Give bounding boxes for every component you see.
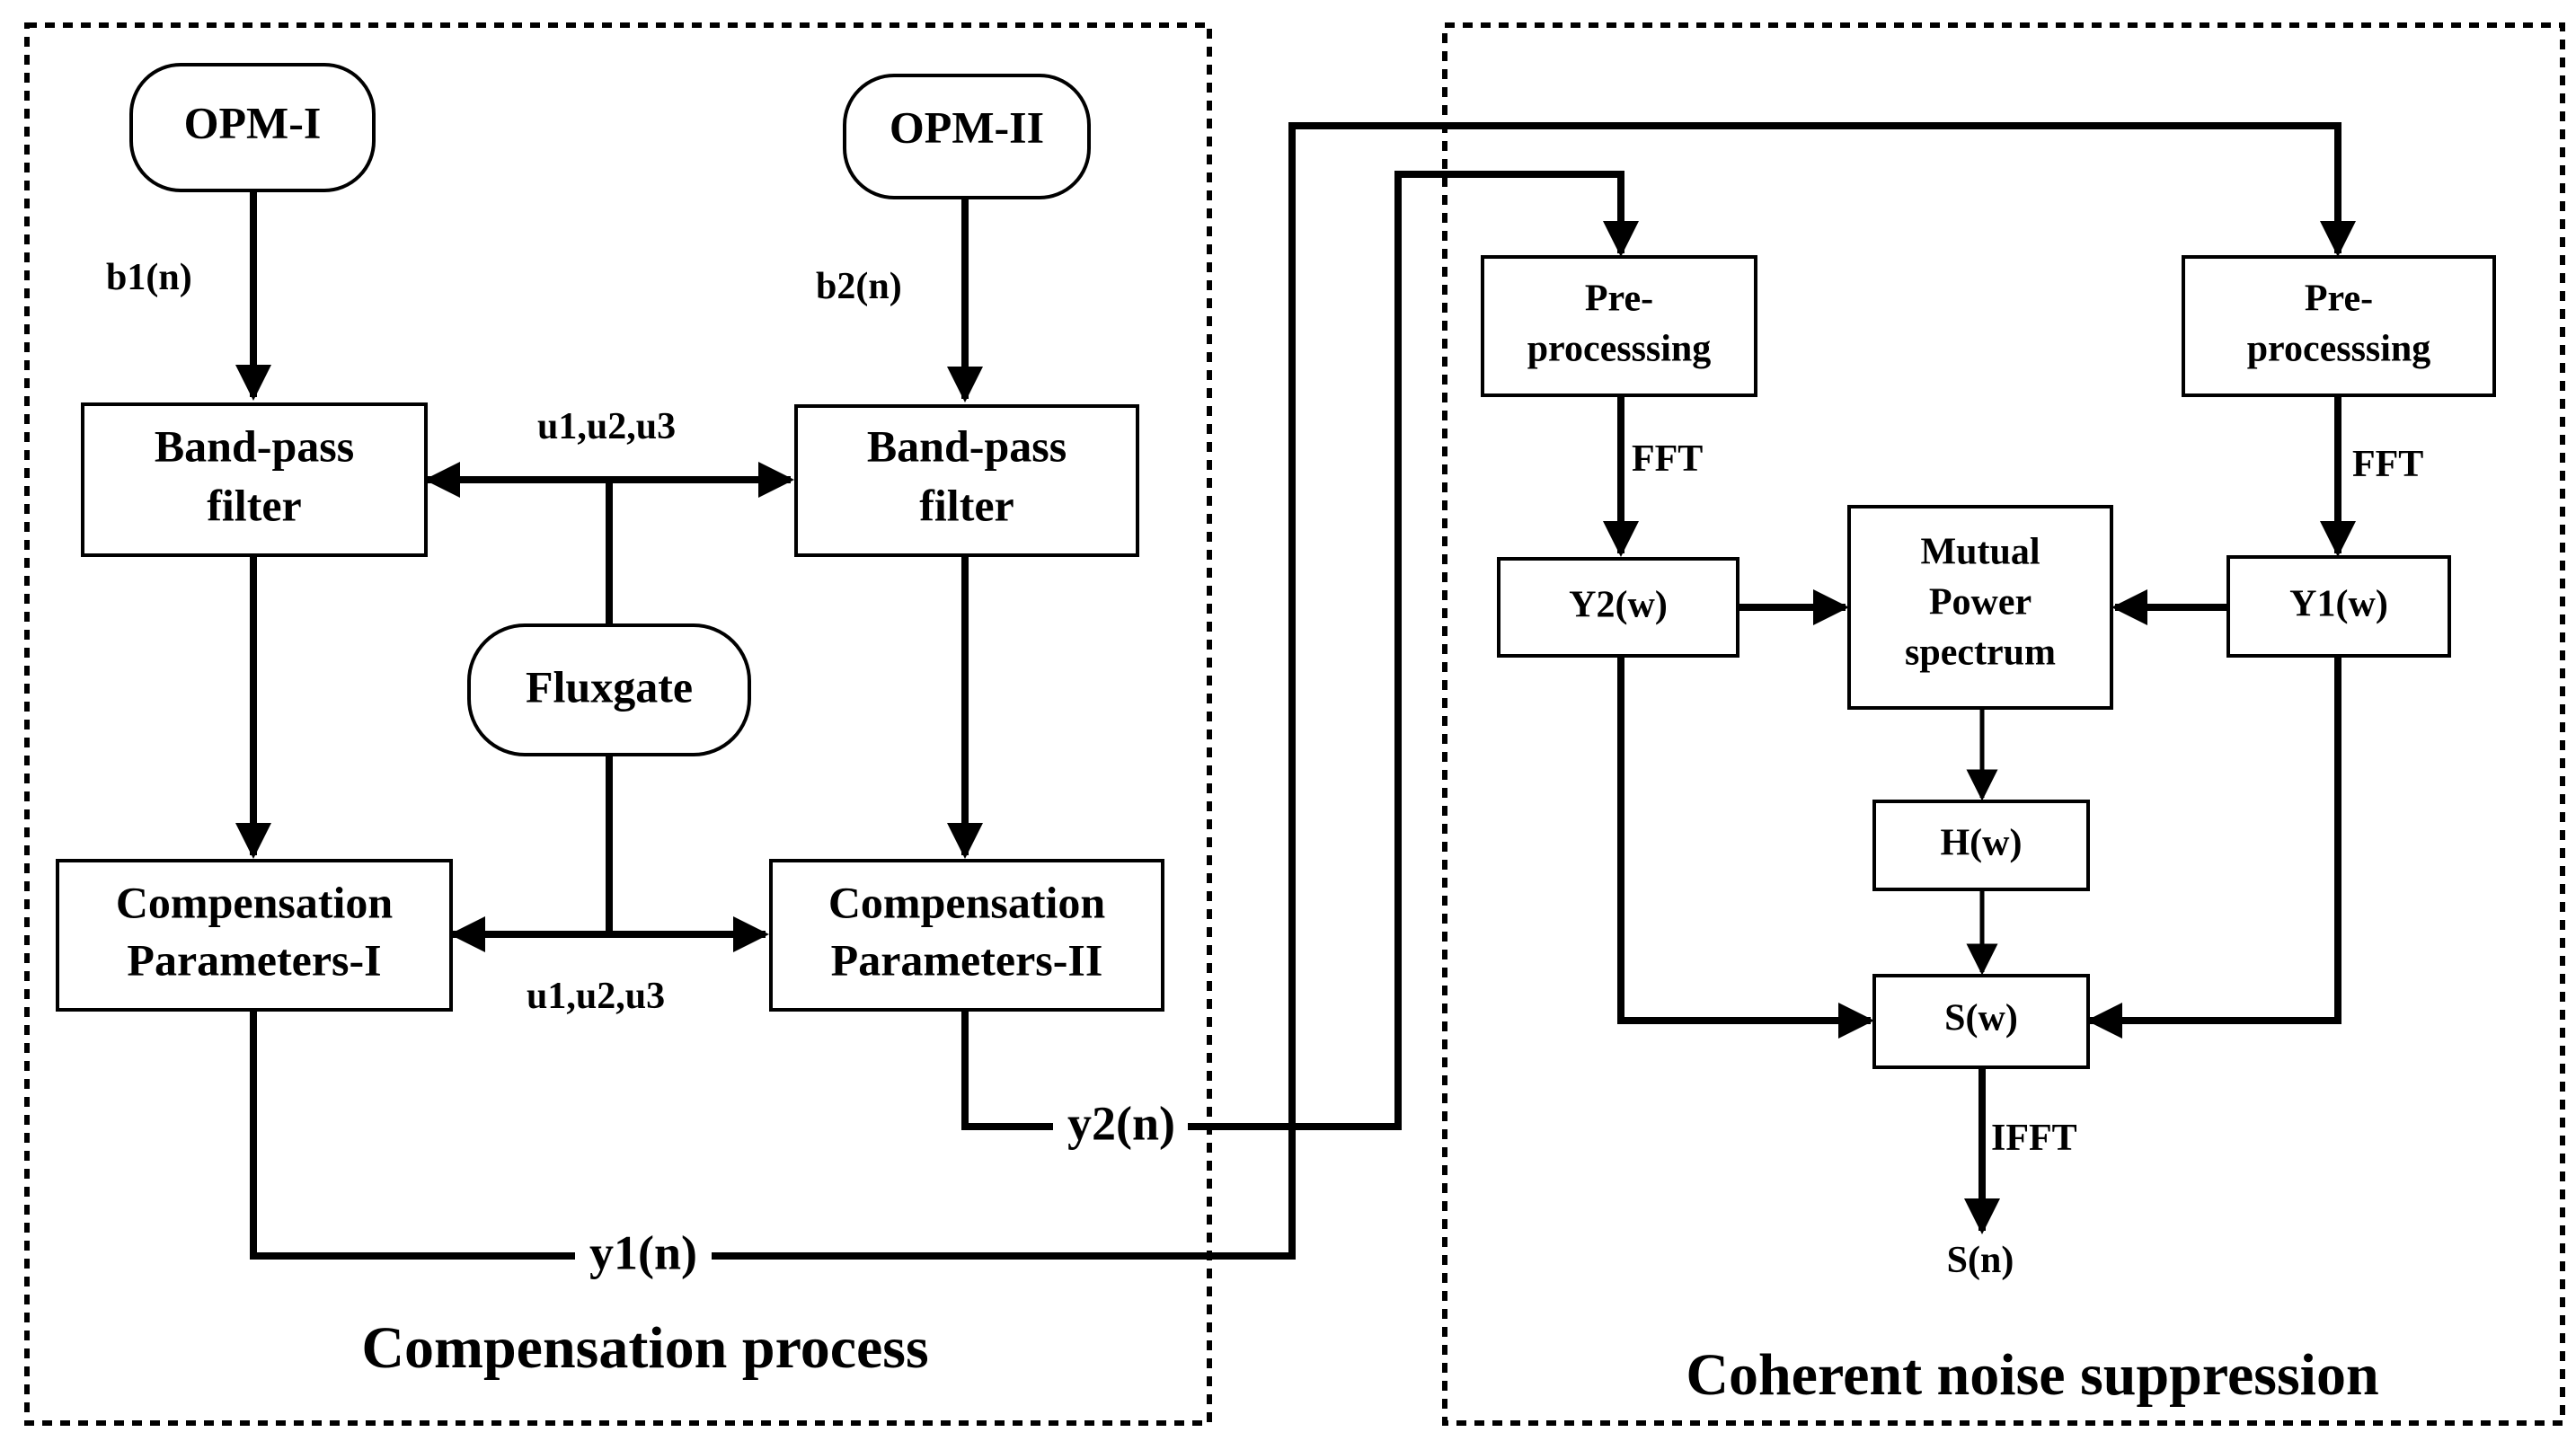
- sn-label: S(n): [1947, 1240, 2014, 1281]
- bandpass-filter-1-label: Band-pass: [155, 420, 354, 471]
- hw-node: [1872, 800, 2090, 891]
- y2-label-bg: [1053, 1098, 1188, 1154]
- y1w-node: [2226, 555, 2451, 658]
- ifft-label: IFFT: [1991, 1118, 2077, 1159]
- mutual-power-spectrum-node: [1847, 505, 2113, 710]
- bandpass-filter-2-label-2: filter: [919, 480, 1014, 530]
- preprocessing-left: [1481, 255, 1757, 397]
- preprocessing-right-label: Pre-: [2305, 279, 2373, 320]
- bandpass-filter-1: [81, 402, 428, 557]
- compensation-params-1-label-2: Parameters-I: [127, 934, 381, 985]
- compensation-params-1: [56, 859, 453, 1012]
- opm2-label: OPM-II: [890, 102, 1044, 152]
- y2-signal-route: [961, 171, 1639, 1130]
- bandpass-filter-1-label-2: filter: [207, 480, 301, 530]
- opm2-node: [843, 74, 1091, 199]
- sw-label: S(w): [1944, 998, 2018, 1039]
- bandpass-filter-2-label: Band-pass: [867, 420, 1067, 471]
- b1-label: b1(n): [106, 257, 192, 298]
- y2w-label: Y2(w): [1569, 585, 1668, 626]
- mutual-power-spectrum-label-3: spectrum: [1905, 632, 2056, 674]
- opm1-label: OPM-I: [184, 97, 322, 147]
- compensation-frame: [24, 22, 1212, 1426]
- y2-label: y2(n): [1067, 1096, 1175, 1150]
- y1-label-bg: [575, 1227, 712, 1283]
- arrow-y2w-to-sw: [1617, 656, 1874, 1039]
- compensation-params-2-label: Compensation: [828, 877, 1106, 927]
- preprocessing-right: [2182, 255, 2496, 397]
- compensation-params-1-label: Compensation: [116, 877, 394, 927]
- suppression-title: Coherent noise suppression: [1686, 1342, 2378, 1408]
- arrow-y1w-to-sw: [2086, 656, 2341, 1039]
- compensation-title: Compensation process: [361, 1315, 928, 1381]
- b2-label: b2(n): [816, 266, 902, 307]
- suppression-frame: [1442, 22, 2565, 1426]
- y1-signal-route: [250, 122, 2356, 1260]
- preprocessing-right-label-2: processsing: [2247, 329, 2431, 370]
- u-bottom-label: u1,u2,u3: [527, 976, 665, 1017]
- hw-label: H(w): [1941, 823, 2023, 864]
- u-top-label: u1,u2,u3: [537, 406, 676, 447]
- bandpass-filter-2: [794, 404, 1139, 557]
- y2w-node: [1497, 557, 1739, 658]
- fft-right-label: FFT: [2352, 444, 2423, 485]
- compensation-params-2: [769, 859, 1164, 1012]
- fft-left-label: FFT: [1632, 438, 1703, 480]
- mutual-power-spectrum-label: Mutual: [1920, 532, 2040, 573]
- compensation-params-2-label-2: Parameters-II: [831, 934, 1103, 985]
- y1w-label: Y1(w): [2289, 584, 2388, 625]
- opm1-node: [129, 63, 376, 192]
- y1-label: y1(n): [589, 1225, 697, 1279]
- fluxgate-node: [467, 623, 751, 756]
- sw-node: [1872, 974, 2090, 1069]
- fluxgate-label: Fluxgate: [526, 661, 693, 712]
- mutual-power-spectrum-label-2: Power: [1929, 582, 2032, 623]
- preprocessing-left-label: Pre-: [1585, 279, 1653, 320]
- preprocessing-left-label-2: processsing: [1527, 329, 1712, 370]
